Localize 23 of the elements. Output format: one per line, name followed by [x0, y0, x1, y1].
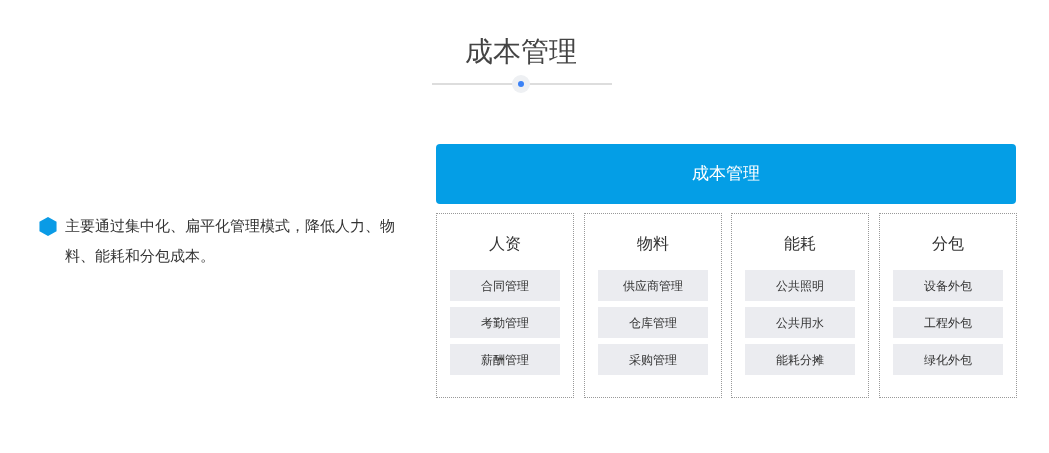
item-tile: 设备外包: [893, 270, 1004, 301]
category-heading: 能耗: [784, 233, 817, 255]
category-panel: [879, 213, 1018, 398]
category-panel: [731, 213, 870, 398]
item-tile: 能耗分摊: [745, 344, 856, 375]
item-tile: 公共照明: [745, 270, 856, 301]
category-panel: [583, 213, 722, 398]
description-text: 主要通过集中化、扁平化管理模式，降低人力、物料、能耗和分包成本。: [65, 216, 396, 267]
item-tile: 仓库管理: [597, 307, 708, 338]
category-heading: 物料: [636, 233, 669, 255]
item-tile: 绿化外包: [893, 344, 1004, 375]
item-tile: 合同管理: [450, 270, 560, 301]
item-tile: 公共用水: [745, 307, 856, 338]
item-tile: 采购管理: [597, 344, 708, 375]
category-panel: [436, 213, 574, 398]
item-tile: 工程外包: [893, 307, 1004, 338]
header-bar: 成本管理: [436, 144, 1016, 204]
page-title: 成本管理: [464, 34, 578, 70]
category-heading: 人资: [489, 233, 521, 255]
category-heading: 分包: [932, 233, 965, 255]
item-tile: 薪酬管理: [450, 344, 560, 375]
item-tile: 考勤管理: [450, 307, 560, 338]
item-tile: 供应商管理: [597, 270, 708, 301]
